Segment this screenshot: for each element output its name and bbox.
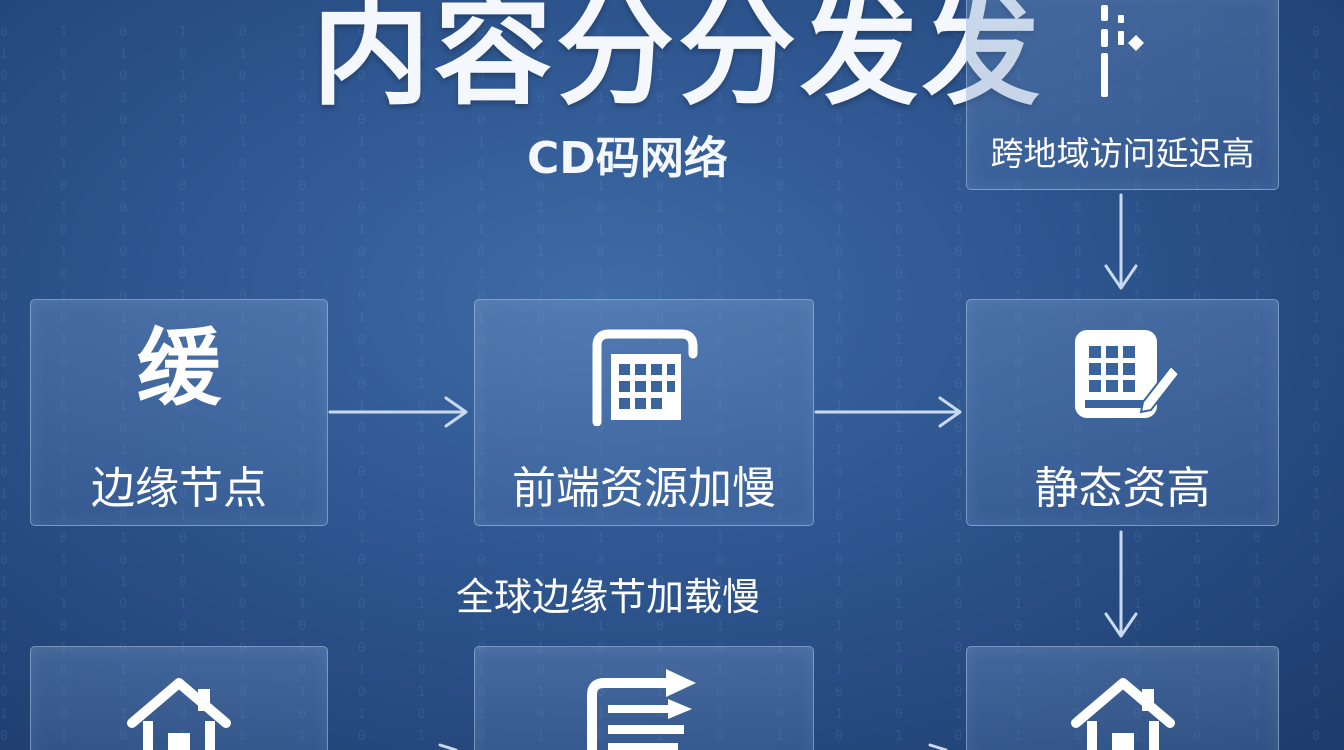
house-icon [1070,678,1175,750]
grid-pencil-icon [1074,330,1180,418]
node-frontend: 前端资源加慢 [474,299,814,526]
arrow-latency-to-static [1104,193,1138,290]
node-frontend-label: 前端资源加慢 [512,463,776,514]
subtitle: CD码网络 [527,133,728,184]
list-arrow-icon [587,669,696,750]
house-icon [127,678,231,750]
dotted-signal-icon [1100,5,1144,97]
arrow-frontend-to-static [814,396,962,428]
global-edge-label: 全球边缘节加载慢 [456,575,761,619]
node-latency: 跨地域访问延迟高 [966,0,1279,190]
node-bottom-middle [474,646,814,750]
node-static: 静态资高 [966,299,1279,526]
node-latency-label: 跨地域访问延迟高 [990,134,1255,173]
arrow-bottom-middle-to-right [928,743,948,750]
arrow-edge-to-frontend [328,396,468,428]
node-bottom-right [966,646,1279,750]
node-static-label: 静态资高 [1034,463,1211,514]
node-edge: 缓 边缘节点 [30,299,328,526]
cache-glyph-icon: 缓 [136,319,222,417]
node-edge-label: 边缘节点 [91,463,267,514]
arrow-static-to-bottom-right [1104,530,1138,638]
arrow-bottom-left-to-middle [438,743,458,750]
node-bottom-left [30,646,328,750]
calendar-grid-icon [592,329,698,426]
main-title: 内容分分发发 [312,0,1045,121]
